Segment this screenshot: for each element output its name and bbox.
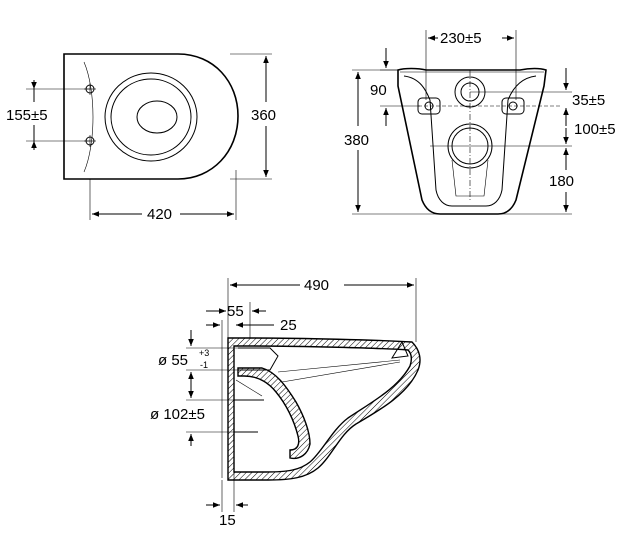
- dim-inlet-depth: 55: [227, 303, 244, 320]
- dim-wall-gap: 25: [280, 317, 297, 334]
- trap-section: [237, 367, 311, 460]
- dim-width: 420: [147, 206, 172, 223]
- dim-wall-thickness: 15: [219, 512, 236, 529]
- dim-length: 490: [304, 277, 329, 294]
- rear-view: 230±5 90 380 35±5 100±5 180: [344, 30, 616, 215]
- top-view: 360 420 155±5: [6, 53, 276, 223]
- dim-fixing-spacing: 155±5: [6, 107, 48, 124]
- top-view-rear-curve: [83, 61, 94, 173]
- dim-rear-fixing-spacing: 230±5: [440, 30, 482, 47]
- dim-outlet-diameter: ø 102±5: [150, 406, 205, 423]
- top-view-bowl-well: [136, 100, 178, 134]
- dim-inlet-tolerance-plus: +3: [199, 348, 209, 358]
- dim-inlet-to-outlet: 100±5: [574, 121, 616, 138]
- dim-depth: 360: [251, 107, 276, 124]
- dim-height: 380: [344, 132, 369, 149]
- rear-view-inner: [403, 75, 537, 207]
- dim-inlet-diameter: ø 55: [158, 352, 188, 369]
- top-view-outline: [63, 53, 239, 180]
- top-view-bowl-inner: [110, 78, 192, 156]
- dim-water-inlet: 35±5: [572, 92, 605, 109]
- dim-fixing-height: 90: [370, 82, 387, 99]
- top-view-bowl-rim: [104, 72, 198, 162]
- rear-view-outline: [397, 67, 547, 215]
- dim-inlet-tolerance-minus: -1: [200, 360, 208, 370]
- section-shell: [227, 337, 421, 481]
- side-section-view: 490 55 25 ø 55 +3 -1 ø 102±5 15: [150, 277, 421, 529]
- dim-outlet-height: 180: [549, 173, 574, 190]
